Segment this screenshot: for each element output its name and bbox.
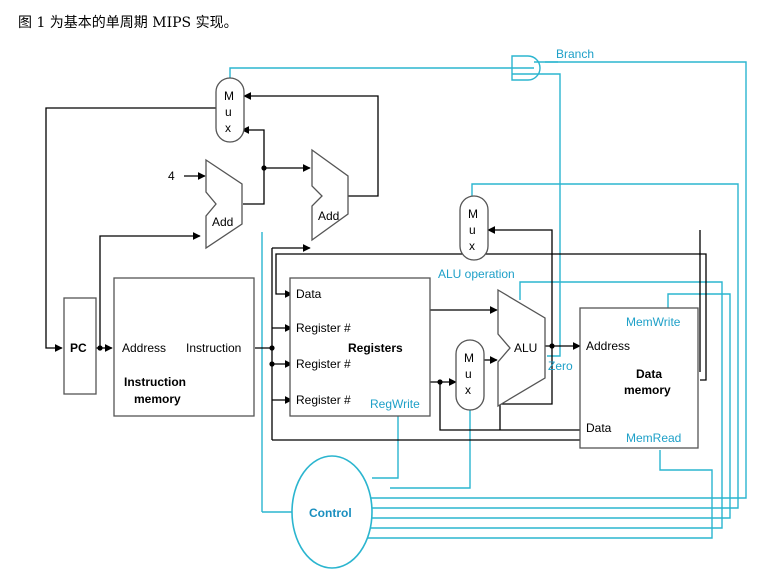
memread-label: MemRead (626, 431, 681, 445)
dm-address-label: Address (586, 339, 630, 353)
instruction-memory (113, 277, 255, 417)
regwrite-label: RegWrite (370, 397, 420, 411)
reg-num-2-label: Register # (296, 357, 351, 371)
im-title-line1: Instruction (124, 375, 186, 389)
add-label-1: Add (212, 215, 233, 229)
add-label-2: Add (318, 209, 339, 223)
pc-plus-4-adder (205, 158, 243, 250)
alusrc-mux (455, 339, 485, 411)
branch-and-gate (511, 55, 541, 81)
register-file (289, 277, 431, 417)
wb-mux-m: M (468, 207, 478, 221)
alu-label: ALU (514, 341, 537, 355)
control-label: Control (309, 506, 352, 520)
data-memory (579, 307, 699, 449)
pc-label: PC (70, 341, 87, 355)
pc-mux-u: u (225, 105, 232, 119)
branch-label: Branch (556, 47, 594, 61)
writeback-mux (459, 195, 489, 261)
reg-num-3-label: Register # (296, 393, 351, 407)
im-address-label: Address (122, 341, 166, 355)
zero-label: Zero (548, 359, 573, 373)
memwrite-label: MemWrite (626, 315, 681, 329)
control-unit (291, 455, 373, 569)
alusrc-mux-x: x (465, 383, 471, 397)
pc-mux-m: M (224, 89, 234, 103)
branch-adder (311, 148, 349, 242)
registers-title: Registers (348, 341, 403, 355)
im-instruction-label: Instruction (186, 341, 241, 355)
pc-mux-x: x (225, 121, 231, 135)
im-title-line2: memory (134, 392, 181, 406)
reg-num-1-label: Register # (296, 321, 351, 335)
dm-data-label: Data (586, 421, 612, 435)
junction-dots (97, 165, 555, 385)
datapath-wires (45, 92, 707, 441)
dm-title-line1: Data (636, 367, 662, 381)
alusrc-mux-u: u (465, 367, 472, 381)
alu (497, 288, 546, 408)
program-counter (63, 297, 97, 395)
alusrc-mux-m: M (464, 351, 474, 365)
pc-select-mux (215, 77, 245, 143)
wb-mux-u: u (469, 223, 476, 237)
four-label: 4 (168, 169, 175, 183)
figure-caption: 图 1 为基本的单周期 MIPS 实现。 (18, 15, 238, 31)
reg-data-label: Data (296, 287, 322, 301)
alu-operation-label: ALU operation (438, 267, 515, 281)
dm-title-line2: memory (624, 383, 671, 397)
wb-mux-x: x (469, 239, 475, 253)
control-signal-wires (229, 61, 747, 539)
